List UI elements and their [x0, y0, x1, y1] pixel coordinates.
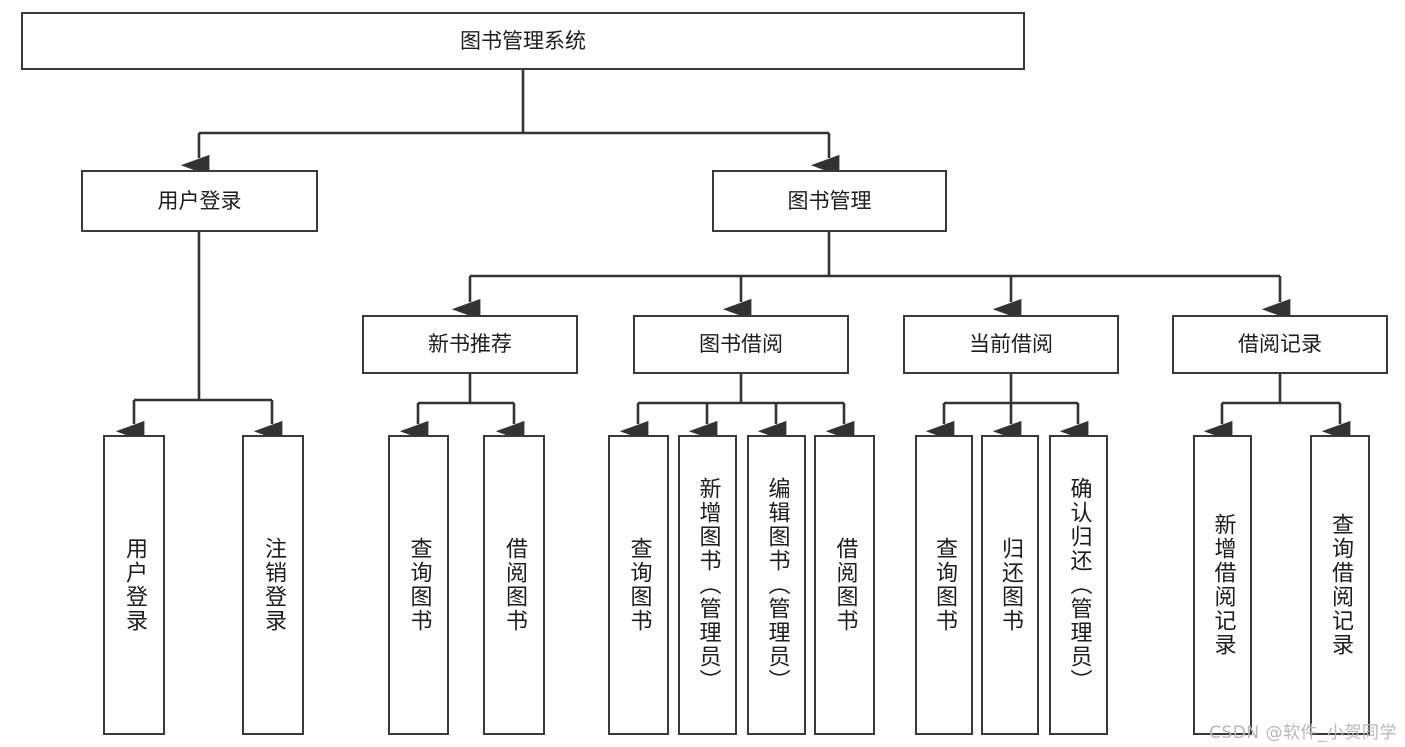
leaf-query-book-label: 查询图书 — [626, 537, 652, 633]
leaf-edit-book-admin-label: 编辑图书（管理员） — [764, 477, 790, 693]
leaf-query-book-rec-label: 查询图书 — [406, 537, 432, 633]
leaf-return-book[interactable]: 归还图书 — [981, 435, 1039, 735]
leaf-borrow-book[interactable]: 借阅图书 — [814, 435, 875, 735]
node-borrow-record-label: 借阅记录 — [1238, 332, 1322, 357]
leaf-confirm-return-admin-label: 确认归还（管理员） — [1066, 477, 1092, 693]
leaf-edit-book-admin[interactable]: 编辑图书（管理员） — [747, 435, 806, 735]
leaf-query-book-rec[interactable]: 查询图书 — [388, 435, 449, 735]
node-book-borrow[interactable]: 图书借阅 — [633, 315, 849, 374]
leaf-logout[interactable]: 注销登录 — [242, 435, 304, 735]
node-book-management-label: 图书管理 — [787, 188, 872, 213]
leaf-add-book-admin-label: 新增图书（管理员） — [695, 477, 721, 693]
leaf-query-book[interactable]: 查询图书 — [608, 435, 669, 735]
node-root[interactable]: 图书管理系统 — [21, 12, 1025, 70]
leaf-add-book-admin[interactable]: 新增图书（管理员） — [678, 435, 737, 735]
node-borrow-record[interactable]: 借阅记录 — [1172, 315, 1388, 374]
leaf-query-borrow-record[interactable]: 查询借阅记录 — [1310, 435, 1370, 735]
leaf-query-book-current-label: 查询图书 — [932, 537, 957, 633]
leaf-query-borrow-record-label: 查询借阅记录 — [1328, 513, 1353, 657]
leaf-user-login[interactable]: 用户登录 — [103, 435, 165, 735]
leaf-borrow-book-rec-label: 借阅图书 — [502, 537, 527, 633]
leaf-user-login-label: 用户登录 — [122, 537, 147, 633]
leaf-add-borrow-record-label: 新增借阅记录 — [1210, 513, 1236, 657]
leaf-confirm-return-admin[interactable]: 确认归还（管理员） — [1049, 435, 1108, 735]
leaf-add-borrow-record[interactable]: 新增借阅记录 — [1193, 435, 1252, 735]
node-book-borrow-label: 图书借阅 — [699, 332, 783, 357]
leaf-borrow-book-rec[interactable]: 借阅图书 — [483, 435, 545, 735]
leaf-query-book-current[interactable]: 查询图书 — [915, 435, 973, 735]
node-new-book-recommend-label: 新书推荐 — [428, 332, 512, 357]
leaf-logout-label: 注销登录 — [261, 537, 286, 633]
node-user-login[interactable]: 用户登录 — [81, 170, 318, 232]
node-book-management[interactable]: 图书管理 — [712, 170, 947, 232]
node-current-borrow-label: 当前借阅 — [969, 332, 1053, 357]
node-new-book-recommend[interactable]: 新书推荐 — [362, 315, 578, 374]
node-user-login-label: 用户登录 — [157, 188, 242, 213]
leaf-borrow-book-label: 借阅图书 — [832, 537, 858, 633]
leaf-return-book-label: 归还图书 — [998, 537, 1023, 633]
node-root-label: 图书管理系统 — [460, 28, 586, 53]
node-current-borrow[interactable]: 当前借阅 — [903, 315, 1119, 374]
